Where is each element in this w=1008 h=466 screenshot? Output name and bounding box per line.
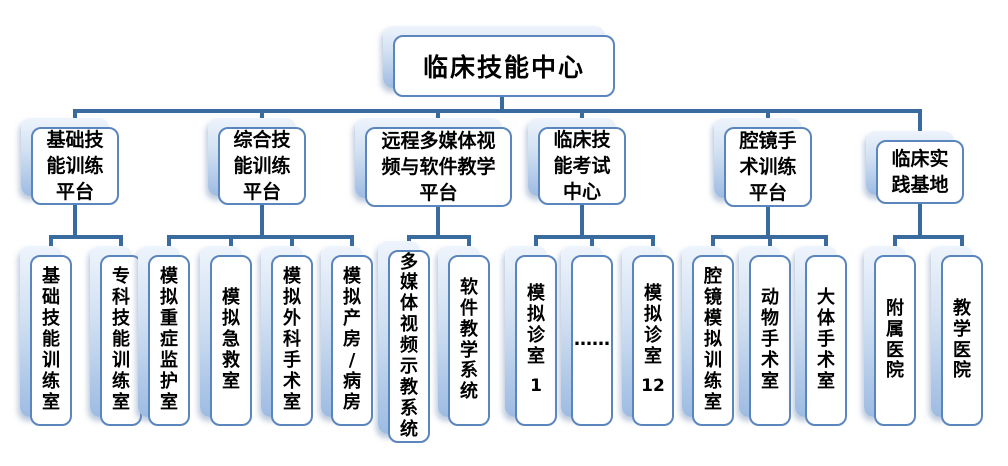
- leaf-node-b2-2: 模拟急救室: [200, 246, 252, 426]
- leaf-node-b5-2: 动物手术室: [739, 246, 791, 426]
- leaf-node-b4-ellipsis: ……: [561, 246, 613, 426]
- branch-label: 综合技能训练平台: [218, 127, 306, 205]
- leaf-node-b5-3: 大体手术室: [795, 246, 847, 426]
- leaf-node-b3-1: 多媒体视频示教系统: [378, 241, 430, 443]
- branch-label: 基础技能训练平台: [31, 127, 119, 205]
- leaf-label: ……: [571, 255, 613, 426]
- leaf-node-b1-2: 专科技能训练室: [90, 246, 142, 426]
- leaf-node-b5-1: 腔镜模拟训练室: [682, 246, 734, 426]
- leaf-node-b6-2: 教学医院: [931, 246, 983, 426]
- branch-label: 临床技能考试中心: [538, 127, 626, 205]
- branch-label: 腔镜手术训练平台: [724, 127, 812, 207]
- branch-node-basic-skills: 基础技能训练平台: [21, 118, 119, 205]
- branch-node-exam-center: 临床技能考试中心: [528, 118, 626, 205]
- leaf-node-b2-1: 模拟重症监护室: [138, 246, 190, 426]
- leaf-node-b6-1: 附属医院: [864, 246, 916, 426]
- leaf-node-b1-1: 基础技能训练室: [20, 246, 72, 426]
- leaf-label: 多媒体视频示教系统: [388, 250, 430, 443]
- leaf-label: 模拟重症监护室: [148, 255, 190, 426]
- leaf-label: 腔镜模拟训练室: [692, 255, 734, 426]
- leaf-label: 模拟外科手术室: [271, 255, 313, 426]
- leaf-node-b2-4: 模拟产房/病房: [321, 246, 373, 426]
- leaf-node-b2-3: 模拟外科手术室: [261, 246, 313, 426]
- leaf-label: 附属医院: [874, 255, 916, 426]
- leaf-label: 专科技能训练室: [100, 255, 142, 426]
- leaf-label: 基础技能训练室: [30, 255, 72, 426]
- leaf-label: 大体手术室: [805, 255, 847, 426]
- branch-node-clinical-practice: 临床实践基地: [866, 131, 964, 204]
- leaf-label: 模拟急救室: [210, 255, 252, 426]
- leaf-label: 软件教学系统: [448, 255, 490, 426]
- leaf-label: 教学医院: [941, 255, 983, 426]
- branch-node-endoscopic-surgery: 腔镜手术训练平台: [714, 118, 812, 207]
- root-label: 临床技能中心: [393, 35, 615, 97]
- leaf-node-b3-2: 软件教学系统: [438, 246, 490, 426]
- branch-node-comprehensive-skills: 综合技能训练平台: [208, 118, 306, 205]
- branch-label: 临床实践基地: [876, 140, 964, 204]
- leaf-label: 动物手术室: [749, 255, 791, 426]
- branch-node-multimedia-teaching: 远程多媒体视频与软件教学平台: [355, 118, 512, 207]
- root-node: 临床技能中心: [383, 26, 615, 97]
- leaf-label: 模拟产房/病房: [331, 255, 373, 426]
- branch-label: 远程多媒体视频与软件教学平台: [365, 127, 512, 207]
